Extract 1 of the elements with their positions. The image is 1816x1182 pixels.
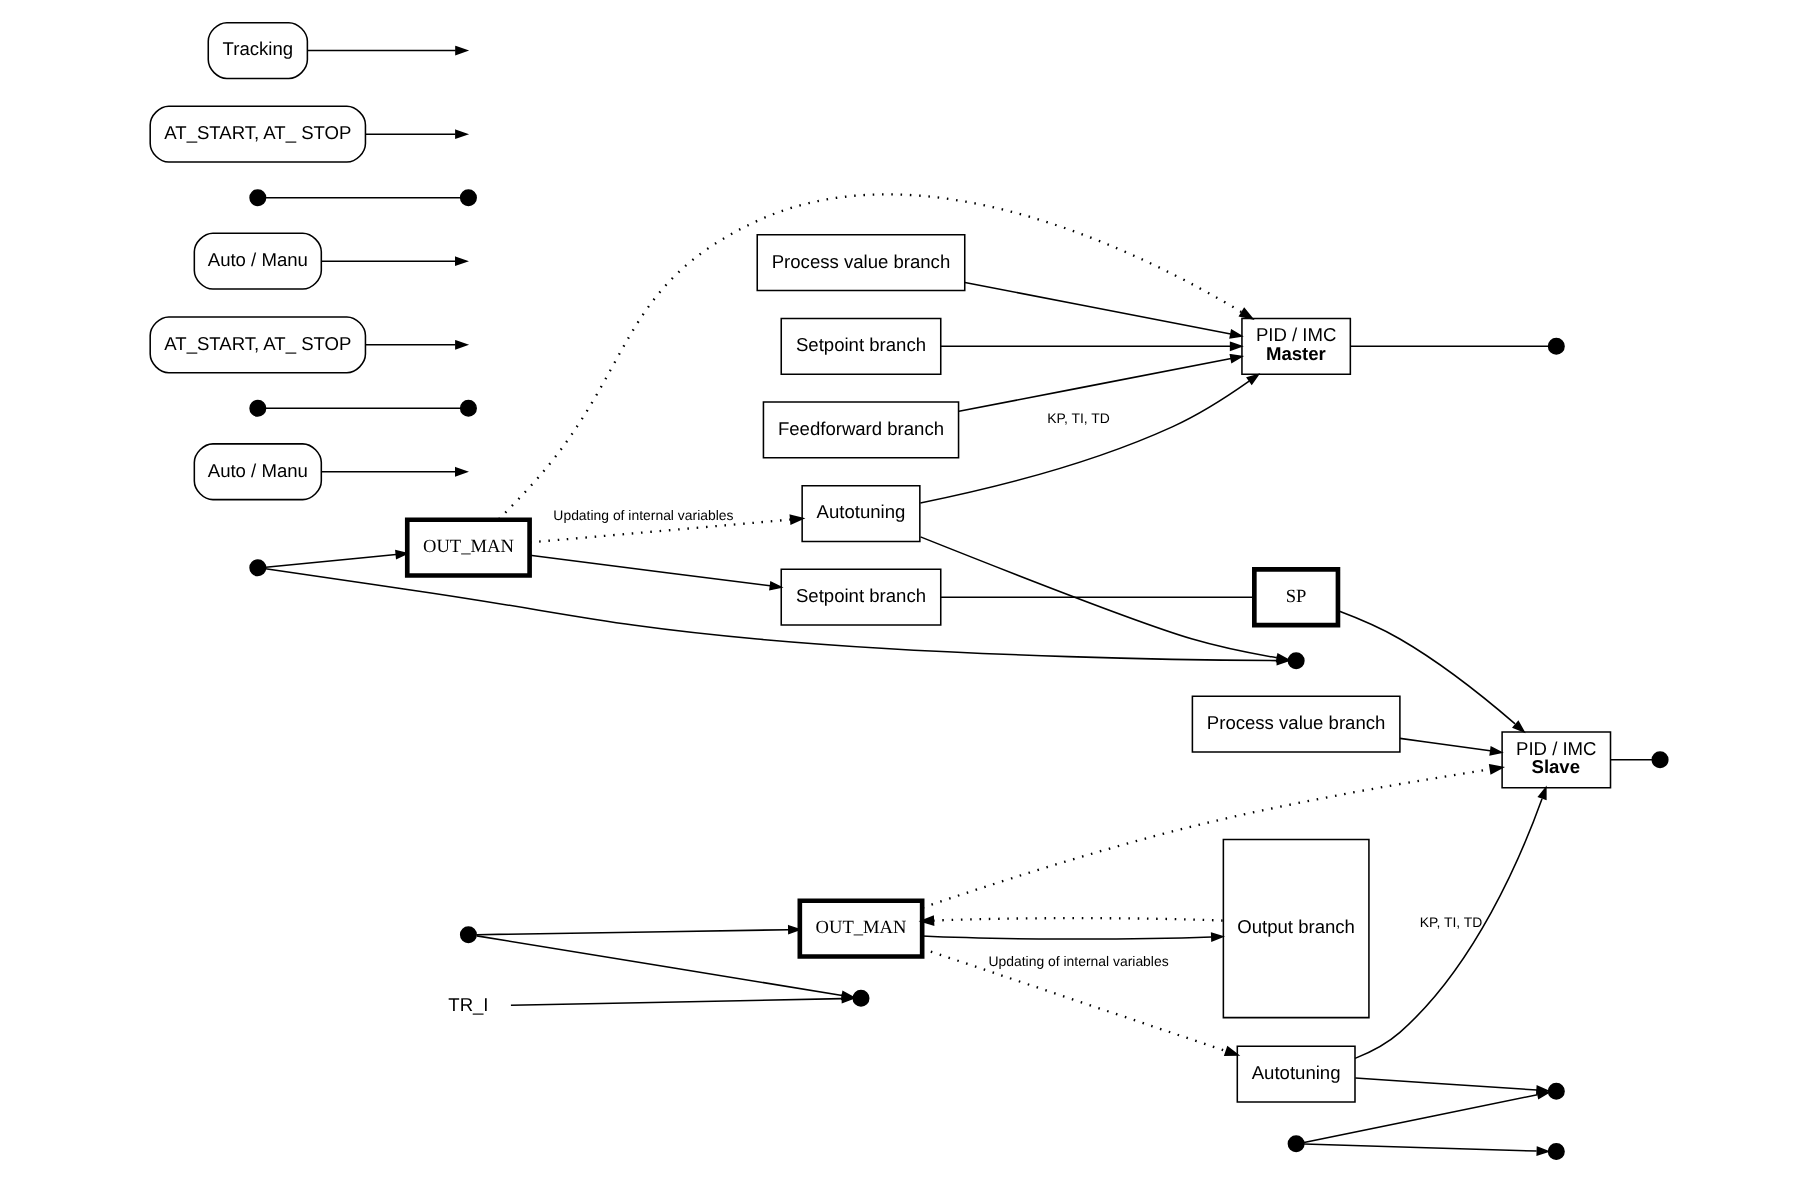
node-text: TR_I <box>447 994 488 1015</box>
